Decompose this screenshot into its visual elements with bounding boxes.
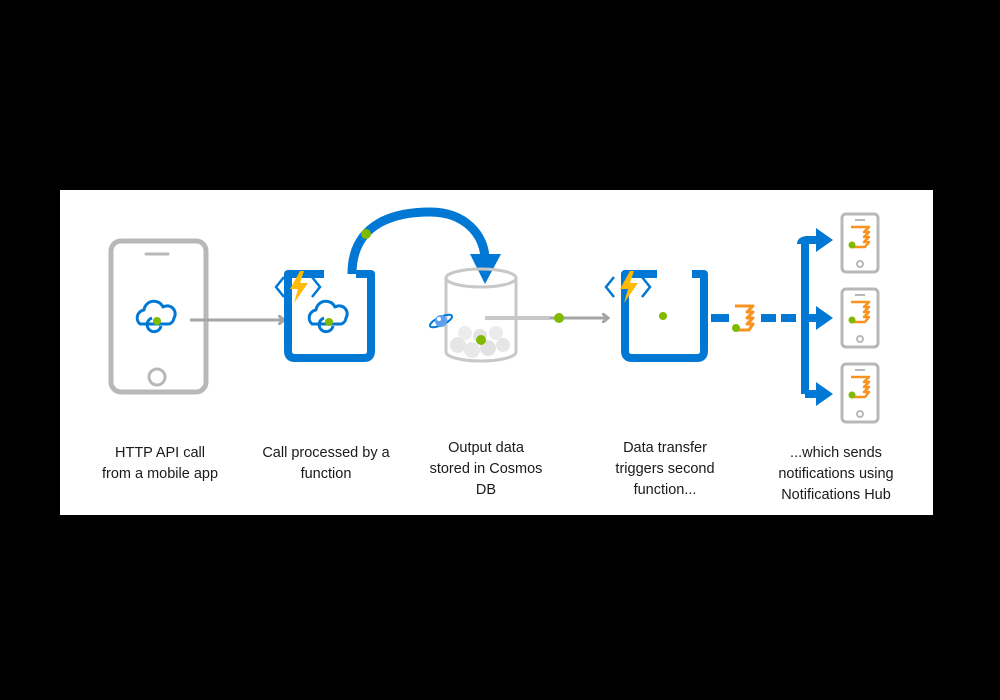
diagram-panel: HTTP API call from a mobile app Call pro… (60, 190, 933, 515)
notification-hub-icon (732, 304, 755, 332)
azure-function-icon (604, 271, 652, 303)
azure-function-icon (274, 271, 322, 303)
caption-cosmos: Output data stored in Cosmos DB (429, 440, 543, 498)
mobile-phone-icon (108, 238, 209, 395)
caption-function-1: Call processed by a function (262, 445, 390, 482)
branch-arrows (781, 228, 833, 406)
caption-notify: ...which sends notifications using Notif… (778, 445, 894, 503)
notification-phone-1 (840, 212, 880, 274)
cosmos-planet-icon (428, 313, 454, 329)
notification-link (711, 304, 776, 332)
flow-arrow-2 (550, 313, 608, 323)
notification-phone-2 (840, 287, 880, 349)
notification-phone-3 (840, 362, 880, 424)
architecture-diagram (108, 207, 880, 424)
caption-function-2: Data transfer triggers second function..… (615, 440, 715, 498)
cloud-api-icon (307, 299, 349, 334)
caption-mobile: HTTP API call from a mobile app (101, 445, 219, 482)
function-1-box (284, 270, 375, 362)
cloud-api-icon (135, 299, 177, 334)
function-2-box (621, 270, 708, 362)
cosmos-db-icon (428, 267, 550, 363)
